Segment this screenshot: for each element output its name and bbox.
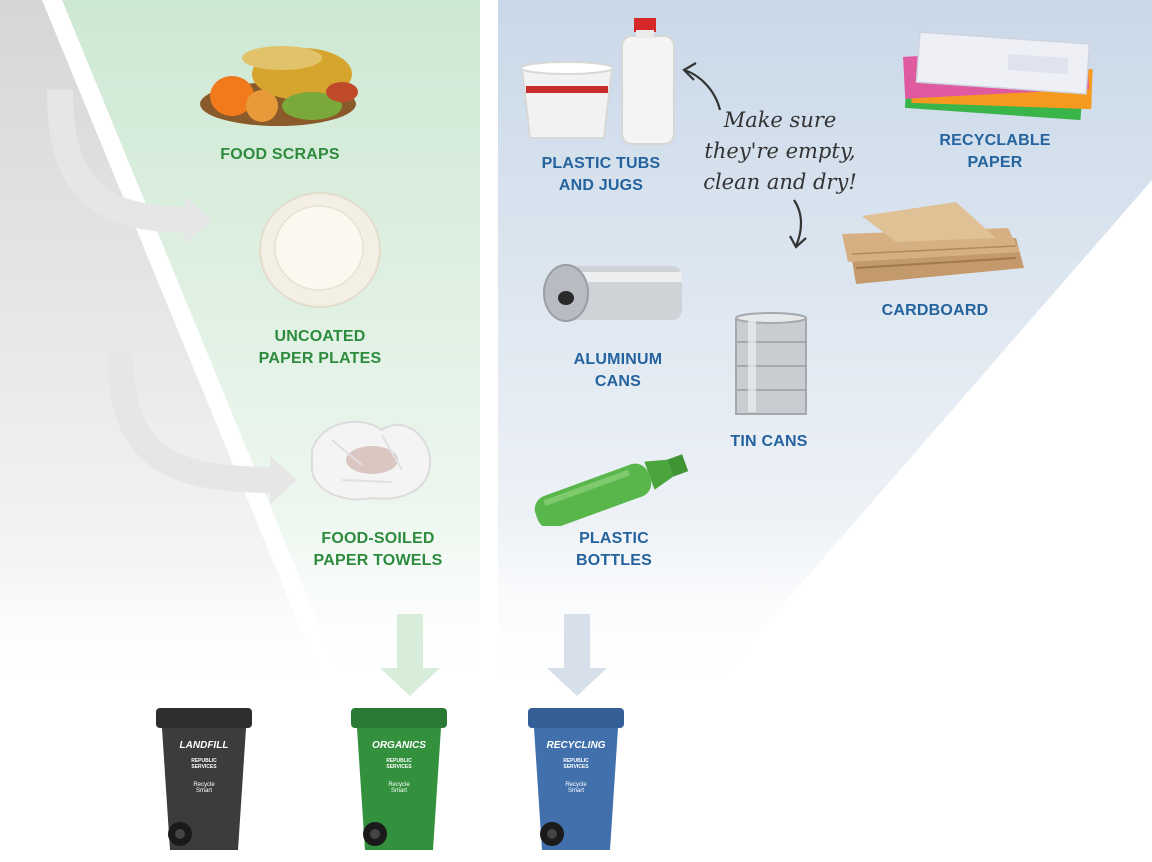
paper-plate-icon	[259, 192, 381, 308]
arrow-head-icon	[270, 456, 297, 504]
recycling-panel	[498, 0, 1152, 700]
recycling-bin-icon	[528, 708, 624, 850]
recycling-label-tubs-jugs: PLASTIC TUBS AND JUGS	[541, 155, 661, 194]
paper-towel-icon	[311, 420, 432, 501]
organics-label-paper-towels: FOOD-SOILED PAPER TOWELS	[313, 530, 443, 569]
recycling-bin-label: RECYCLING	[546, 740, 606, 751]
recycling-label-paper: RECYCLABLE PAPER	[939, 132, 1051, 171]
aluminum-can-icon	[543, 264, 682, 322]
paper-stack-icon	[903, 31, 1093, 120]
organics-bin-icon	[351, 708, 447, 850]
recycling-label-aluminum-cans: ALUMINUM CANS	[573, 351, 663, 390]
arrow-head-icon	[185, 196, 212, 244]
organics-label-paper-plates: UNCOATED PAPER PLATES	[258, 328, 382, 367]
curved-arrows	[47, 89, 281, 493]
organics-bin-label: ORGANICS	[372, 740, 426, 751]
landfill-bin-icon	[156, 708, 252, 850]
tub-and-jug-icon	[520, 18, 675, 145]
clean-dry-note: Make sure they're empty, clean and dry!	[703, 108, 857, 194]
note-arrow-up-icon	[683, 68, 722, 111]
recycling-label-plastic-bottles: PLASTIC BOTTLES	[575, 530, 653, 569]
landfill-bin-label: LANDFILL	[179, 740, 229, 751]
recycling-down-arrow	[564, 614, 590, 672]
recycling-label-tin-cans: TIN CANS	[730, 433, 808, 450]
note-arrow-down-icon	[793, 199, 803, 247]
organics-down-arrow	[397, 614, 423, 672]
cardboard-icon	[842, 202, 1024, 284]
tin-can-icon	[735, 312, 807, 415]
organics-panel	[62, 0, 480, 700]
plastic-bottle-icon	[534, 454, 689, 526]
organics-label-food-scraps: FOOD SCRAPS	[220, 146, 340, 163]
food-scraps-icon	[200, 46, 358, 126]
recycling-label-cardboard: CARDBOARD	[881, 302, 989, 319]
